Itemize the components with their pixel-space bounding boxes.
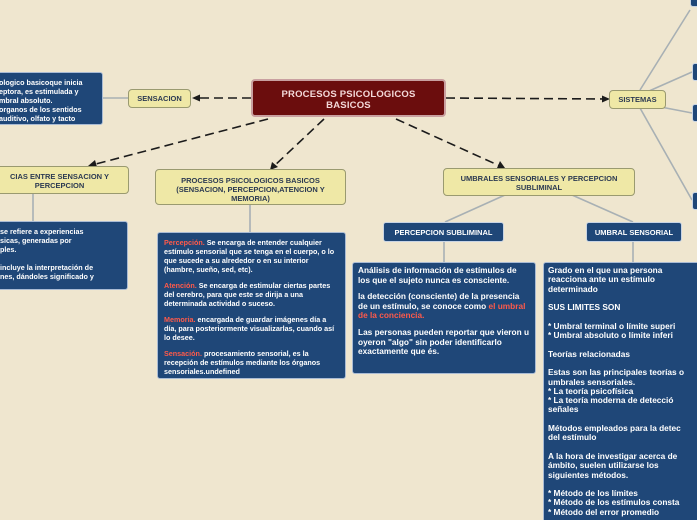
umbrales-label-line1: UMBRALES SENSORIALES Y PERCEPCION: [460, 174, 618, 183]
umbral-line: * Método de los estímulos consta: [548, 497, 680, 508]
procesos-node[interactable]: PROCESOS PSICOLOGICOS BASICOS (SENSACION…: [155, 169, 346, 205]
subliminal-label: PERCEPCION SUBLIMINAL: [394, 228, 493, 237]
link-umbrales-umbral: [571, 194, 634, 223]
root-title-line1: PROCESOS PSICOLOGICOS: [281, 89, 416, 100]
link-root-procesos: [271, 118, 325, 169]
procesos-label-line3: MEMORIA): [231, 194, 270, 203]
diferencias-b-line-1: incluye la interpretación de: [0, 263, 94, 272]
umbral-line: siguientes métodos.: [548, 469, 629, 480]
umbral-line: * Método de los límites: [548, 488, 638, 499]
procesos-card[interactable]: Percepción. Se encarga de entender cualq…: [157, 232, 346, 379]
link-root-diferencias: [91, 118, 269, 166]
sistemas-child-1[interactable]: [690, 0, 697, 7]
procesos-item-percepcion: Percepción. Se encarga de entender cualq…: [164, 238, 335, 274]
sensacion-label: SENSACION: [137, 94, 182, 103]
umbral-line: señales: [548, 404, 579, 415]
umbral-line: A la hora de investigar acerca de: [548, 450, 678, 461]
subliminal-p3: Las personas pueden reportar que vieron …: [358, 326, 530, 357]
sensacion-line-3: mbral absoluto.: [0, 96, 53, 105]
umbral-line: * Método del error promedio: [548, 506, 660, 517]
procesos-item-sensacion: Sensación. procesamiento sensorial, es l…: [164, 349, 321, 376]
umbral-line: determinado: [548, 283, 598, 294]
procesos-label-line2: (SENSACION, PERCEPCION,ATENCION Y: [176, 185, 325, 194]
sensacion-line-4: organos de los sentidos: [0, 105, 82, 114]
sensacion-line-1: ologico basicoque inicia: [0, 78, 83, 87]
umbral-line: * La teoría psicofísica: [548, 385, 634, 396]
sistemas-child-2[interactable]: [692, 63, 697, 81]
diferencias-node[interactable]: CIAS ENTRE SENSACION Y PERCEPCION: [0, 166, 129, 194]
subliminal-p2: la detección (consciente) de la presenci…: [358, 291, 526, 321]
link-sistemas-branch-1: [639, 9, 691, 91]
subliminal-node[interactable]: PERCEPCION SUBLIMINAL: [383, 222, 504, 242]
umbral-line: Métodos empleados para la detec: [548, 423, 681, 434]
diferencias-a-line-1: se refiere a experiencias: [0, 227, 84, 236]
arrow-umbrales: [497, 161, 505, 168]
umbrales-node[interactable]: UMBRALES SENSORIALES Y PERCEPCION SUBLIM…: [443, 168, 635, 196]
sistemas-child-3[interactable]: [692, 104, 697, 122]
umbral-line: Grado en el que una persona: [548, 265, 663, 275]
diferencias-b-line-2: nes, dándoles significado y: [0, 272, 94, 281]
umbral-sensorial-node[interactable]: UMBRAL SENSORIAL: [586, 222, 682, 242]
umbral-line: reacciona ante un estímulo: [548, 274, 655, 285]
diferencias-label-line1: CIAS ENTRE SENSACION Y: [9, 172, 110, 181]
sistemas-label: SISTEMAS: [618, 95, 657, 104]
umbral-line: * La teoría moderna de detecció: [548, 395, 674, 406]
link-root-sistemas: [445, 97, 607, 100]
umbral-sensorial-label: UMBRAL SENSORIAL: [594, 228, 674, 237]
link-umbrales-subliminal: [444, 194, 506, 223]
procesos-label-line1: PROCESOS PSICOLOGICOS BASICOS: [181, 176, 320, 185]
umbral-line: SUS LIMITES SON: [548, 302, 621, 313]
sistemas-node[interactable]: SISTEMAS: [609, 90, 666, 109]
subliminal-card[interactable]: Análisis de información de estímulos de …: [352, 262, 536, 374]
sensacion-node[interactable]: SENSACION: [128, 89, 191, 108]
procesos-item-atencion: Atención. Se encarga de estimular cierta…: [164, 281, 331, 308]
umbral-line: * Umbral terminal o límite superi: [548, 320, 676, 331]
arrow-sensacion: [192, 94, 200, 102]
sensacion-line-5: auditivo, olfato y tacto: [0, 114, 76, 123]
arrow-sistemas: [602, 95, 610, 103]
umbral-line: * Umbral absoluto o límite inferi: [548, 330, 673, 341]
root-node[interactable]: PROCESOS PSICOLOGICOS BASICOS: [251, 79, 446, 117]
diferencias-a-line-3: ples.: [0, 245, 17, 254]
umbral-line: del estímulo: [548, 432, 597, 443]
link-sistemas-branch-4: [639, 107, 693, 201]
diferencias-a-line-2: sicas, generadas por: [0, 236, 72, 245]
arrow-procesos: [270, 162, 278, 170]
umbral-line: ámbito, suelen utilizarse los: [548, 460, 659, 471]
umbral-sensorial-card[interactable]: Grado en el que una persona reacciona an…: [543, 262, 697, 520]
umbrales-label-line2: SUBLIMINAL: [515, 183, 563, 192]
link-root-umbrales: [395, 118, 501, 167]
umbral-line: Teorías relacionadas: [548, 348, 630, 359]
procesos-item-memoria: Memoria. encargada de guardar imágenes d…: [164, 315, 335, 342]
sistemas-child-4[interactable]: [692, 192, 697, 210]
sensacion-line-2: eptora, es estimulada y: [0, 87, 79, 96]
umbral-line: Estas son las principales teorías o: [548, 367, 685, 378]
subliminal-p1: Análisis de información de estímulos de …: [358, 265, 517, 285]
diferencias-label-line2: PERCEPCION: [34, 181, 85, 190]
umbral-line: umbrales sensoriales.: [548, 376, 636, 387]
diferencias-card[interactable]: se refiere a experiencias sicas, generad…: [0, 221, 128, 290]
sensacion-card[interactable]: ologico basicoque inicia eptora, es esti…: [0, 72, 103, 125]
root-title-line2: BASICOS: [326, 100, 371, 111]
arrow-diferencias: [88, 160, 97, 167]
